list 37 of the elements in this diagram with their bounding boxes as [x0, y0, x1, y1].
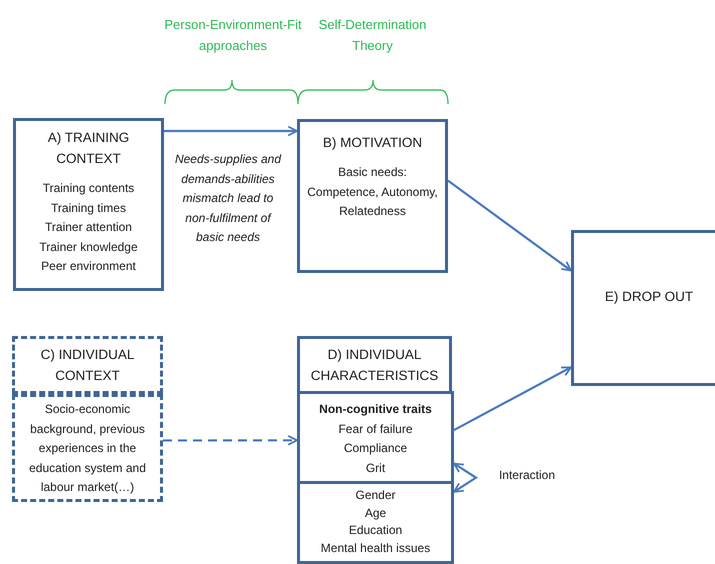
characteristics-header-box	[297, 336, 452, 394]
arrow	[447, 180, 572, 272]
attributes-box	[297, 481, 454, 564]
list-item: Training contents	[42, 180, 134, 197]
list-item: Peer environment	[41, 258, 136, 275]
box-heading: B) MOTIVATION	[322, 134, 422, 152]
list-item: Socio-economic background, previous experiences in the education system and labour market(…)	[28, 401, 147, 496]
list-heading: Non-cognitive traits	[319, 401, 432, 418]
box-heading: C) INDIVIDUAL CONTEXT	[40, 346, 136, 385]
box-heading: A) TRAINING CONTEXT	[46, 129, 130, 168]
list-item: Age	[364, 504, 386, 522]
box-heading: D) INDIVIDUAL CHARACTERISTICS	[310, 346, 440, 385]
arrow	[453, 462, 478, 493]
edge-label: Needs-supplies and demands-abilities mismatch lead to non-fulfilment of basic needs	[174, 151, 282, 246]
theory-label: Self-Determination Theory	[318, 16, 428, 55]
edge-label: Interaction	[498, 467, 556, 484]
list-item: Mental health issues	[320, 540, 430, 556]
traits-box	[297, 391, 454, 484]
context-header-box	[12, 336, 163, 394]
list-item: Trainer knowledge	[39, 238, 138, 256]
theory-label: Person-Environment-Fit approaches	[163, 16, 303, 55]
list-item: Education	[348, 522, 402, 539]
motivation-box	[297, 119, 448, 273]
context-box	[13, 118, 164, 291]
outcome-box	[571, 230, 715, 386]
arrow	[163, 435, 298, 446]
list-item: Compliance	[344, 440, 408, 457]
list-item: Gender	[355, 487, 396, 504]
list-item: Trainer attention	[45, 219, 132, 236]
list-item: Fear of failure	[338, 420, 413, 438]
arrow	[164, 126, 298, 136]
list-item: Basic needs: Competence, Autonomy, Relatedness	[306, 164, 439, 220]
arrow	[453, 366, 572, 432]
list-item: Training times	[51, 200, 126, 216]
box-heading: E) DROP OUT	[604, 288, 694, 306]
list-item: Grit	[366, 460, 386, 476]
context-detail-box	[12, 394, 163, 502]
